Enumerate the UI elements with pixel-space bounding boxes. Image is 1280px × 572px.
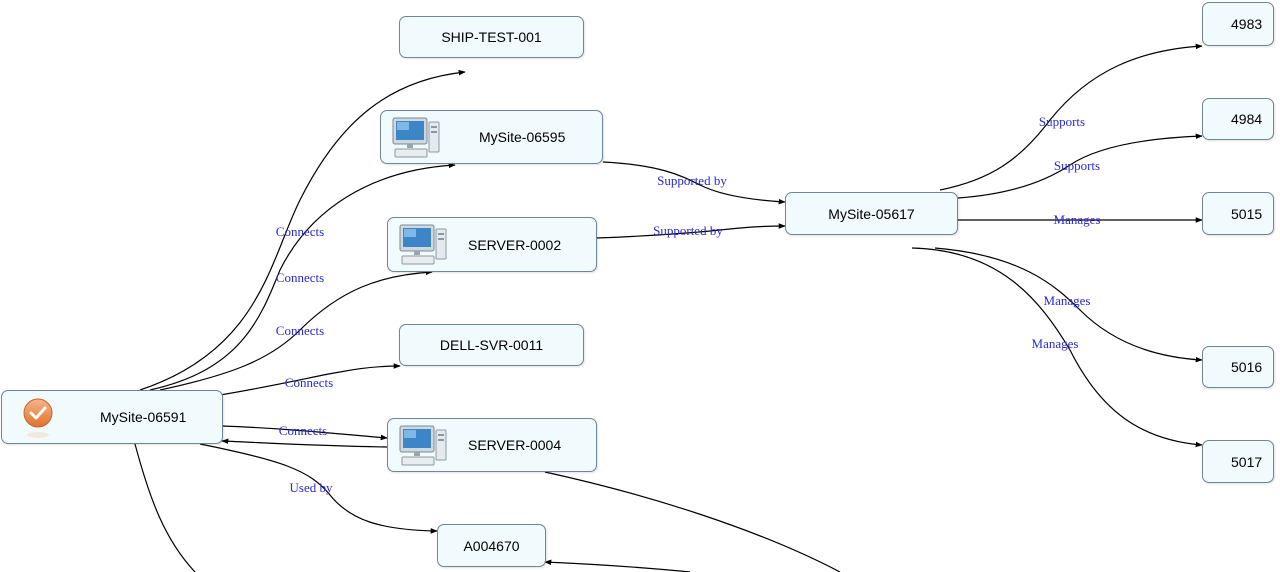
node-label: SERVER-0004 [468, 437, 562, 453]
edge-06591-to-a004670[interactable] [199, 443, 438, 534]
edge-label-supported-by-1: Supported by [657, 173, 727, 188]
edge-label-manages-2: Manages [1044, 293, 1091, 308]
edge-label-connects-5: Connects [279, 423, 327, 438]
node-4983[interactable]: 4983 [1202, 2, 1274, 46]
node-dell-svr-0011[interactable]: DELL-SVR-0011 [399, 324, 584, 366]
node-server-0004[interactable]: SERVER-0004 [387, 418, 597, 472]
edge-06591-to-dell-svr[interactable] [219, 363, 401, 396]
edge-06591-to-server-0004[interactable] [221, 425, 388, 441]
edge-server-0004-to-06591[interactable] [221, 438, 388, 448]
node-label: 5016 [1231, 359, 1263, 375]
edge-label-supports-2: Supports [1054, 158, 1100, 173]
edge-05617-to-4983[interactable] [939, 43, 1203, 191]
edge-label-manages-3: Manages [1032, 336, 1079, 351]
desktop-computer-icon [399, 425, 447, 466]
edge-label-connects-4: Connects [285, 375, 333, 390]
node-ship-test-001[interactable]: SHIP-TEST-001 [399, 16, 584, 58]
node-5015[interactable]: 5015 [1202, 192, 1274, 235]
edge-server-0004-down[interactable] [544, 471, 841, 572]
node-label: A004670 [463, 537, 520, 554]
desktop-computer-icon [392, 117, 440, 158]
edge-label-manages-1: Manages [1054, 212, 1101, 227]
edge-06591-down[interactable] [134, 443, 196, 572]
edge-to-a004670-from-below[interactable] [544, 559, 691, 572]
orange-check-badge-icon [23, 398, 53, 438]
node-label: 4983 [1231, 16, 1263, 32]
node-label: SERVER-0002 [468, 236, 562, 253]
node-a004670[interactable]: A004670 [437, 524, 546, 567]
node-label: 4984 [1231, 111, 1263, 127]
node-label: SHIP-TEST-001 [441, 29, 542, 45]
edge-label-supported-by-2: Supported by [653, 223, 723, 238]
node-mysite-06591[interactable]: MySite-06591 [1, 390, 223, 444]
edge-06591-to-ship-test[interactable] [139, 69, 466, 391]
edge-06591-to-server-0002[interactable] [159, 269, 433, 391]
edge-06591-to-mysite-06595[interactable] [149, 162, 456, 391]
desktop-computer-icon [399, 224, 447, 265]
edge-05617-to-4984[interactable] [957, 133, 1203, 199]
edge-server-0002-to-05617[interactable] [596, 223, 786, 239]
edge-06595-to-05617[interactable] [602, 161, 786, 205]
node-label: MySite-06595 [479, 129, 566, 145]
edge-label-connects-2: Connects [276, 270, 324, 285]
node-label: 5015 [1231, 205, 1263, 222]
node-server-0002[interactable]: SERVER-0002 [387, 217, 597, 272]
node-5017[interactable]: 5017 [1202, 440, 1274, 483]
node-label: DELL-SVR-0011 [439, 337, 544, 353]
edge-05617-to-5016[interactable] [934, 247, 1203, 363]
node-mysite-06595[interactable]: MySite-06595 [380, 110, 603, 164]
node-4984[interactable]: 4984 [1202, 98, 1274, 140]
edge-05617-to-5017[interactable] [911, 247, 1203, 448]
node-label: MySite-06591 [100, 409, 187, 425]
edge-label-supports-1: Supports [1039, 114, 1085, 129]
node-label: MySite-05617 [828, 205, 915, 222]
edge-label-connects-1: Connects [276, 224, 324, 239]
edge-label-used-by: Used by [290, 480, 333, 495]
node-label: 5017 [1231, 453, 1263, 470]
edge-label-connects-3: Connects [276, 323, 324, 338]
node-5016[interactable]: 5016 [1202, 346, 1274, 388]
node-mysite-05617[interactable]: MySite-05617 [785, 192, 958, 235]
